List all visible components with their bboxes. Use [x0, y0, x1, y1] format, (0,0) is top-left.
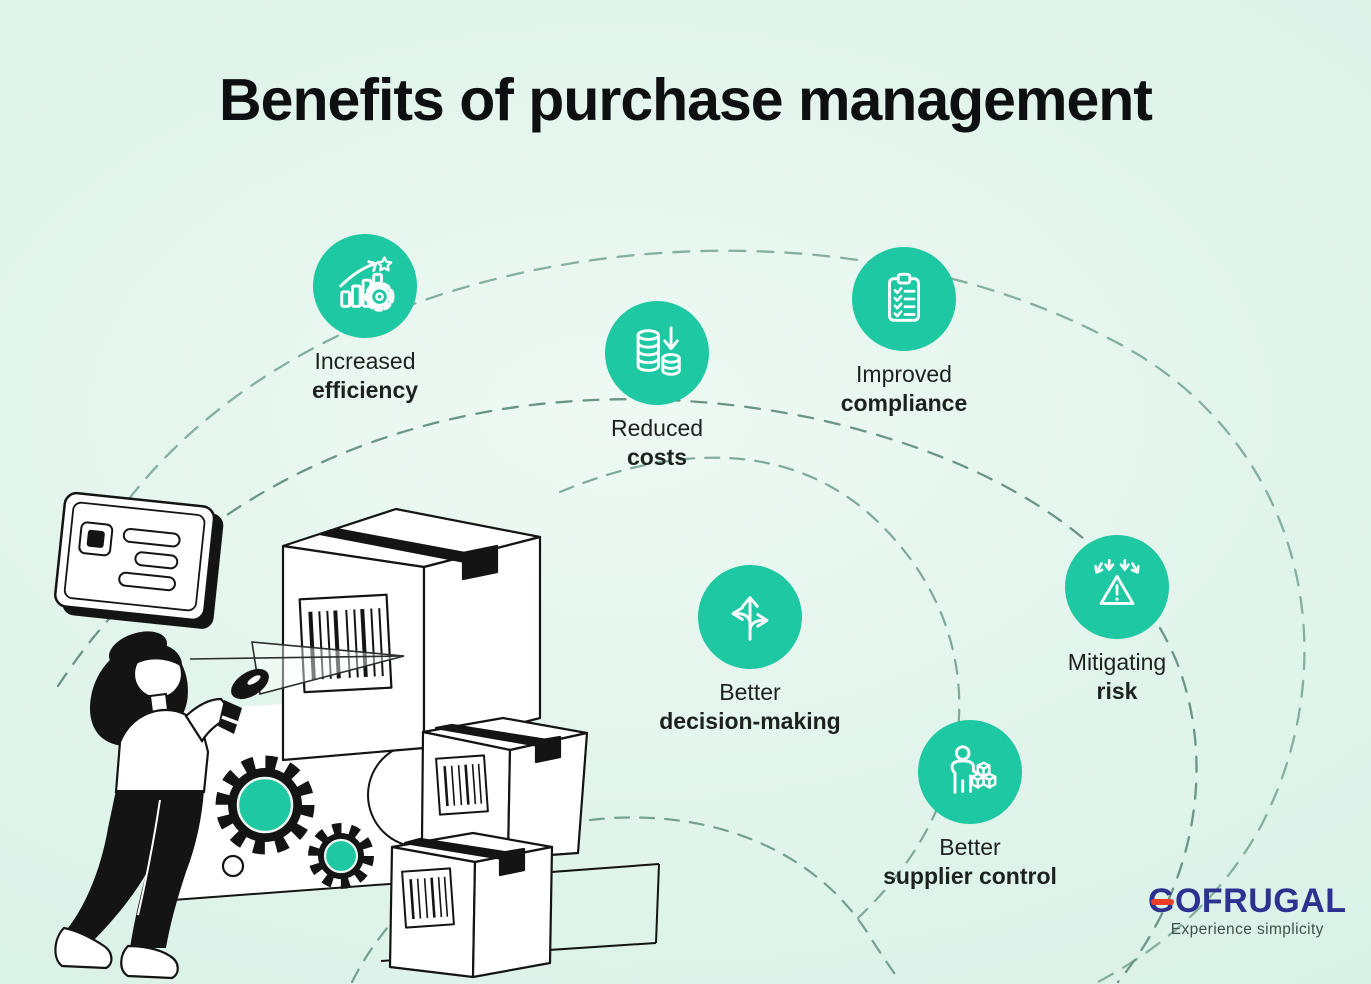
- benefit-circle: [605, 301, 709, 405]
- benefit-label-line1: Better: [939, 834, 1001, 860]
- small-box-bottom: [388, 831, 554, 979]
- benefit-label: Improved compliance: [841, 360, 968, 418]
- benefit-label-line2: supplier control: [883, 863, 1057, 889]
- benefit-circle: [313, 234, 417, 338]
- benefit-label-line2: risk: [1096, 678, 1138, 704]
- brand-tagline: Experience simplicity: [1170, 921, 1324, 938]
- benefit-label-line2: efficiency: [311, 377, 419, 403]
- benefit-better-decision-making: Better decision-making: [590, 565, 910, 736]
- benefit-label-line2: decision-making: [659, 708, 841, 734]
- page-title: Benefits of purchase management: [219, 67, 1153, 133]
- benefit-label-line1: Increased: [314, 348, 416, 374]
- benefit-label-line2: compliance: [840, 390, 968, 416]
- gears-icon: [215, 755, 374, 889]
- invoice-card: [54, 491, 224, 629]
- benefit-label: Better supplier control: [883, 833, 1057, 891]
- benefit-improved-compliance: Improved compliance: [744, 247, 1064, 418]
- barcode-label: [298, 593, 393, 694]
- benefit-label-line1: Better: [719, 679, 781, 705]
- small-box-top: [420, 716, 589, 860]
- panel-circle: [367, 742, 473, 848]
- woman-scanning: [54, 631, 269, 980]
- checklist-clipboard-icon: [888, 272, 920, 322]
- barcode-label: [401, 867, 455, 929]
- logo-g-red-bar-icon: [1151, 899, 1174, 905]
- gofrugal-wordmark: GOFRUGAL: [1148, 884, 1347, 918]
- benefit-circle: [698, 565, 802, 669]
- supplier-person-boxes-icon: [950, 745, 997, 794]
- benefit-label: Mitigating risk: [1068, 648, 1166, 706]
- benefit-circle: [1065, 535, 1169, 639]
- benefit-mitigating-risk: Mitigating risk: [957, 535, 1277, 706]
- three-way-arrows-icon: [731, 596, 769, 641]
- machine-panel: [145, 694, 660, 962]
- scanner-beam: [189, 641, 405, 696]
- gofrugal-logo-text: GOFRUGAL: [1148, 882, 1347, 920]
- brand-logo: GOFRUGAL Experience simplicity: [1148, 884, 1347, 939]
- barcode-scanner-icon: [218, 668, 269, 734]
- benefit-label: Better decision-making: [659, 678, 840, 736]
- benefit-label-line1: Mitigating: [1067, 649, 1167, 675]
- benefit-label-line1: Improved: [856, 361, 952, 387]
- benefit-label: Reduced costs: [611, 414, 703, 472]
- benefit-label-line2: costs: [626, 444, 688, 470]
- barcode-label: [435, 754, 489, 816]
- warning-triangle-arrows-icon: [1094, 559, 1140, 605]
- benefit-label: Increased efficiency: [312, 347, 418, 405]
- benefit-label-line1: Reduced: [610, 415, 704, 441]
- benefit-reduced-costs: Reduced costs: [497, 301, 817, 472]
- benefit-circle: [852, 247, 956, 351]
- benefit-better-supplier-control: Better supplier control: [810, 720, 1130, 891]
- benefit-circle: [918, 720, 1022, 824]
- benefit-increased-efficiency: Increased efficiency: [205, 234, 525, 405]
- large-box: [281, 507, 542, 762]
- coin-stacks-down-arrow-icon: [636, 326, 681, 376]
- growth-chart-star-gear-icon: [339, 256, 395, 312]
